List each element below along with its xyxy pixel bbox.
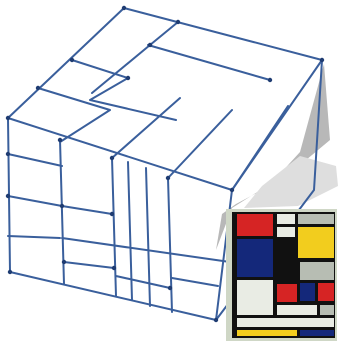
front-face-grid xyxy=(8,140,230,312)
front-face xyxy=(8,118,232,320)
top-face xyxy=(8,8,322,190)
mondrian-inset xyxy=(226,209,337,341)
